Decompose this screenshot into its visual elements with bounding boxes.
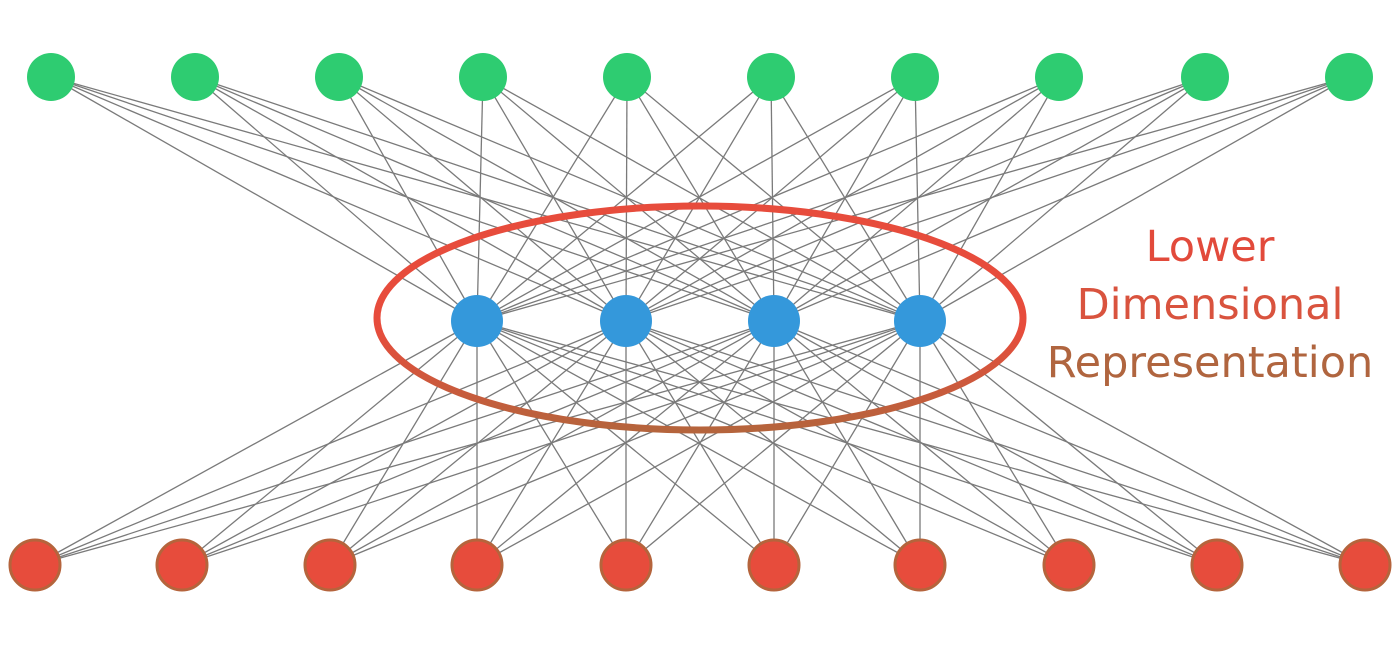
input-node — [171, 53, 219, 101]
label-line-dimensional: Dimensional — [1076, 280, 1344, 330]
edge — [34, 320, 627, 566]
edge — [625, 76, 772, 322]
edge — [626, 76, 775, 322]
input-node — [1035, 53, 1083, 101]
input-node — [1181, 53, 1229, 101]
edge — [625, 76, 1350, 322]
output-node — [303, 538, 357, 592]
edge — [476, 320, 921, 566]
output-layer — [8, 538, 1392, 592]
edge — [482, 76, 921, 322]
edges-bottleneck-to-output — [34, 320, 1366, 566]
edge — [482, 76, 627, 322]
output-node — [1190, 538, 1244, 592]
edge — [919, 76, 1350, 322]
output-node — [1338, 538, 1392, 592]
input-node — [603, 53, 651, 101]
bottleneck-node — [894, 295, 946, 347]
edge — [914, 76, 921, 322]
label-line-representation: Representation — [1046, 338, 1374, 388]
bottleneck-layer — [451, 295, 946, 347]
edge — [919, 320, 1218, 566]
edge — [773, 320, 1218, 566]
edge — [50, 76, 775, 322]
input-node — [891, 53, 939, 101]
edge — [338, 76, 627, 322]
lower-dimensional-representation-label: Lower Dimensional Representation — [1040, 218, 1380, 392]
edge — [476, 76, 772, 322]
edge — [338, 76, 478, 322]
edge — [194, 76, 627, 322]
edge — [625, 76, 628, 322]
edges-input-to-bottleneck — [50, 76, 1350, 322]
edge — [50, 76, 627, 322]
input-node — [459, 53, 507, 101]
edge — [476, 76, 1060, 322]
edge — [181, 320, 921, 566]
output-node — [155, 538, 209, 592]
edge — [34, 320, 478, 566]
edge — [338, 76, 775, 322]
edge — [194, 76, 478, 322]
edge — [625, 76, 1206, 322]
bottleneck-highlight-ellipse — [373, 202, 1027, 434]
output-node — [893, 538, 947, 592]
edge — [329, 320, 921, 566]
edge — [476, 76, 1350, 322]
output-node — [599, 538, 653, 592]
edge — [476, 76, 628, 322]
output-node — [450, 538, 504, 592]
output-node — [1042, 538, 1096, 592]
edge — [194, 76, 775, 322]
input-node — [27, 53, 75, 101]
edge — [476, 76, 916, 322]
edge — [34, 320, 921, 566]
edge — [625, 320, 921, 566]
edge — [770, 76, 921, 322]
bottleneck-node — [600, 295, 652, 347]
input-layer — [27, 53, 1373, 101]
edge — [625, 320, 775, 566]
bottleneck-node — [451, 295, 503, 347]
edge — [773, 320, 921, 566]
output-node — [747, 538, 801, 592]
edge — [476, 76, 1206, 322]
bottleneck-node — [748, 295, 800, 347]
input-node — [1325, 53, 1373, 101]
input-node — [747, 53, 795, 101]
edge — [770, 76, 775, 322]
edge — [625, 76, 916, 322]
edge — [919, 320, 1070, 566]
edge — [773, 320, 1070, 566]
edge — [773, 76, 916, 322]
output-node — [8, 538, 62, 592]
edge — [34, 320, 775, 566]
edge — [773, 76, 1350, 322]
edge — [50, 76, 478, 322]
input-node — [315, 53, 363, 101]
edge — [482, 76, 775, 322]
label-line-lower: Lower — [1145, 222, 1275, 272]
edge — [476, 76, 484, 322]
